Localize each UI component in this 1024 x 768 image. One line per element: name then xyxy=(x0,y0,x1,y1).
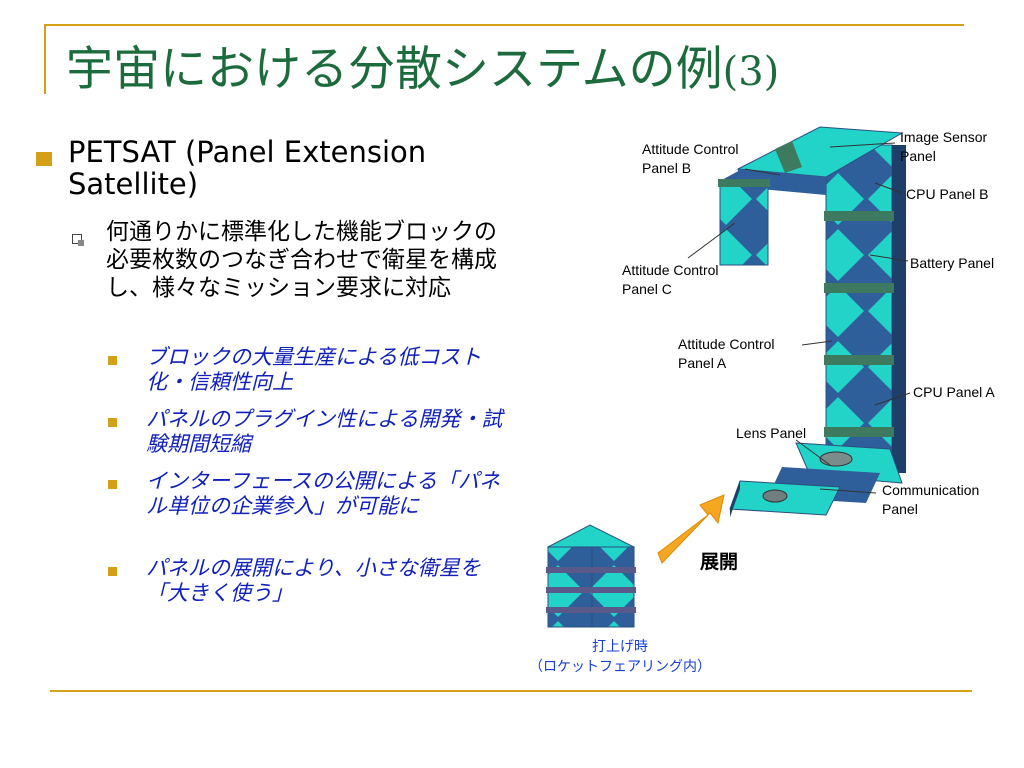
slide-title: 宇宙における分散システムの例(3) xyxy=(66,30,779,99)
slide-title-number: (3) xyxy=(722,49,780,95)
bullet-level3-item: インターフェースの公開による「パネル単位の企業参入」が可能に xyxy=(146,469,501,518)
bullet-square-icon xyxy=(108,356,117,365)
bullet-level3-item: ブロックの大量生産による低コスト化・信頼性向上 xyxy=(146,345,482,394)
bullet-square-icon xyxy=(108,567,117,576)
left-rule xyxy=(44,24,46,94)
bullet-level2: 何通りかに標準化した機能ブロックの必要枚数のつなぎ合わせで衛星を構成し、様々なミ… xyxy=(106,219,497,301)
top-rule xyxy=(44,24,964,26)
bullet-level3-item: パネルのプラグイン性による開発・試験期間短縮 xyxy=(146,407,503,456)
label-battery: Battery Panel xyxy=(910,255,995,271)
deploy-arrow-icon xyxy=(657,494,725,564)
bottom-rule xyxy=(50,690,972,692)
deployed-panel-column xyxy=(824,144,906,474)
label-cpu-a: CPU Panel A xyxy=(913,384,995,400)
bullet-square-icon xyxy=(36,152,52,166)
left-hanging-panels xyxy=(718,169,770,266)
bullet-box-icon xyxy=(72,234,84,246)
label-lens: Lens Panel xyxy=(736,425,807,441)
deploy-label: 展開 xyxy=(700,551,739,573)
top-bridge-panels xyxy=(736,126,904,195)
bullet-square-icon xyxy=(108,480,117,489)
figure-caption: 打上げ時（ロケットフェアリング内） xyxy=(529,639,711,675)
petsat-diagram xyxy=(546,126,911,628)
bullet-level3-item: パネルの展開により、小さな衛星を「大きく使う」 xyxy=(146,556,481,605)
bullet-level1: PETSAT (Panel Extension Satellite) xyxy=(68,135,427,201)
stowed-satellite xyxy=(546,524,636,628)
slide-title-text: 宇宙における分散システムの例 xyxy=(66,42,723,97)
bullet-square-icon xyxy=(108,418,117,427)
leader-lines xyxy=(687,142,911,494)
lower-panels xyxy=(729,442,903,517)
label-cpu-b: CPU Panel B xyxy=(906,186,989,202)
